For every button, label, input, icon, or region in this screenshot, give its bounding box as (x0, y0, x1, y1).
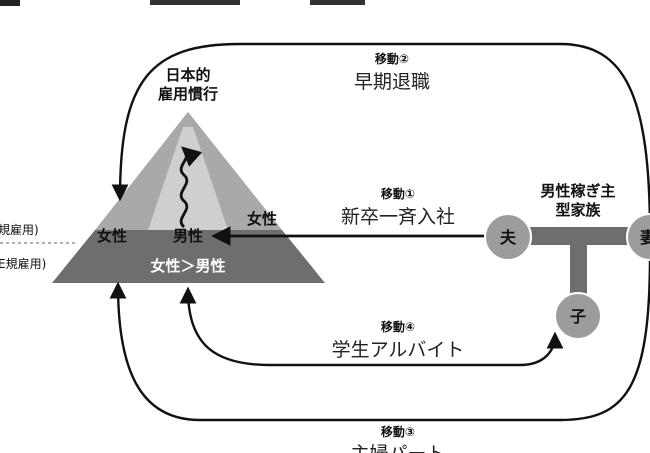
husband-label: 夫 (500, 228, 517, 247)
pyramid-right-women-label: 女性 (247, 210, 277, 228)
career-ladder-wavy-arrow (179, 146, 203, 229)
pyramid-left-women-label: 女性 (97, 227, 127, 245)
pyramid-title-line2: 雇用慣行 (158, 85, 218, 103)
move-1-number: 移動① (381, 186, 415, 201)
pyramid-base-band (52, 230, 325, 283)
regular-employment-label: 規雇用) (0, 222, 39, 237)
cropped-text-fragment (310, 0, 365, 5)
cropped-text-fragment (0, 0, 20, 6)
family-title-line1: 男性稼ぎ主 (540, 182, 615, 200)
pyramid-base-label: 女性＞男性 (150, 257, 225, 275)
move-2-loop-arrow (111, 42, 650, 236)
pyramid-center-column (148, 112, 228, 230)
child-label: 子 (570, 307, 586, 326)
move-3-label: 主婦パート (350, 443, 445, 453)
move-3-loop-arrow (109, 254, 650, 422)
family-vertical-bar (570, 236, 587, 298)
pyramid-center-men-label: 男性 (173, 227, 203, 245)
child-node (554, 292, 602, 340)
move-4-number: 移動④ (381, 319, 415, 334)
pyramid-tip (176, 112, 200, 127)
family-title-line2: 型家族 (555, 201, 601, 219)
cropped-text-fragment (150, 0, 240, 5)
move-3-number: 移動③ (381, 424, 415, 439)
move-4-label: 学生アルバイト (332, 339, 465, 361)
move-1-label: 新卒一斉入社 (341, 206, 455, 228)
move-2-label: 早期退職 (354, 71, 430, 93)
nonregular-employment-label: E規雇用) (0, 256, 46, 271)
wife-node (626, 213, 650, 261)
move-2-number: 移動② (375, 51, 409, 66)
husband-node (484, 213, 532, 261)
move-4-curve-arrow (179, 286, 564, 367)
pyramid-title-line1: 日本的 (165, 66, 210, 84)
wife-label-partial: 妻 (640, 228, 650, 247)
